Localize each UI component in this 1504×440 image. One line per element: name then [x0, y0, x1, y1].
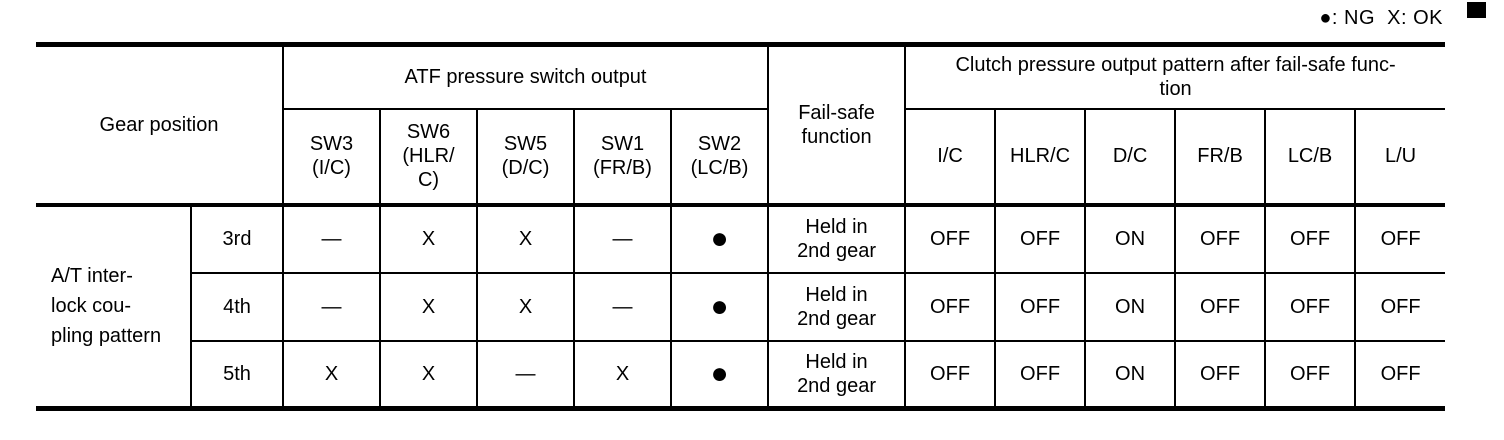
clutch-value-cell: OFF: [1174, 339, 1267, 410]
clutch-value-cell: OFF: [904, 271, 997, 342]
switch-value-cell: —: [573, 271, 672, 342]
clutch-value-cell: OFF: [994, 203, 1087, 274]
switch-col-header-sw6: SW6 (HLR/ C): [379, 107, 478, 207]
switch-value-cell: —: [282, 203, 381, 274]
clutch-value-cell: OFF: [994, 271, 1087, 342]
fail-safe-value-cell: Held in 2nd gear: [767, 203, 907, 274]
switch-value-cell: X: [573, 339, 672, 410]
legend-ng-ok: ●: NG X: OK: [1319, 7, 1443, 29]
clutch-col-header-ic: I/C: [904, 107, 997, 207]
fail-safe-pattern-table: Gear position ATF pressure switch output…: [36, 42, 1446, 411]
switch-value-cell: X: [476, 203, 575, 274]
switch-col-header-sw1: SW1 (FR/B): [573, 107, 672, 207]
clutch-value-cell: OFF: [1354, 203, 1446, 274]
clutch-value-cell: OFF: [1264, 339, 1357, 410]
switch-value-cell: X: [282, 339, 381, 410]
clutch-col-header-lu: L/U: [1354, 107, 1446, 207]
clutch-value-cell: OFF: [1264, 271, 1357, 342]
table-row-4th: 4th — X X — ● Held in 2nd gear OFF OFF O…: [36, 271, 1446, 342]
switch-value-cell: X: [379, 203, 478, 274]
table-row-3rd: A/T inter- lock cou- pling pattern 3rd —…: [36, 203, 1446, 410]
section-end-marker-icon: [1467, 2, 1486, 18]
clutch-value-cell: OFF: [1354, 339, 1446, 410]
switch-value-cell: X: [379, 271, 478, 342]
switch-col-header-sw5: SW5 (D/C): [476, 107, 575, 207]
clutch-col-header-dc: D/C: [1084, 107, 1177, 207]
switch-col-header-sw2: SW2 (LC/B): [669, 107, 770, 207]
gear-cell: 4th: [190, 271, 284, 342]
clutch-value-cell: OFF: [904, 203, 997, 274]
clutch-value-cell: ON: [1084, 339, 1177, 410]
clutch-value-cell: OFF: [904, 339, 997, 410]
clutch-value-cell: OFF: [1174, 203, 1267, 274]
clutch-value-cell: OFF: [994, 339, 1087, 410]
clutch-value-cell: OFF: [1354, 271, 1446, 342]
switch-col-header-sw3: SW3 (I/C): [282, 107, 381, 207]
clutch-col-header-lcb: LC/B: [1264, 107, 1357, 207]
switch-value-cell: X: [379, 339, 478, 410]
gear-cell: 3rd: [190, 203, 284, 274]
clutch-col-header-frb: FR/B: [1174, 107, 1267, 207]
clutch-value-cell: OFF: [1174, 271, 1267, 342]
switch-value-cell: ●: [669, 203, 770, 274]
clutch-value-cell: ON: [1084, 271, 1177, 342]
clutch-value-cell: OFF: [1264, 203, 1357, 274]
gear-position-header: Gear position: [36, 43, 284, 207]
switch-value-cell: —: [476, 339, 575, 410]
switch-value-cell: —: [282, 271, 381, 342]
fail-safe-value-cell: Held in 2nd gear: [767, 271, 907, 342]
switch-value-cell: ●: [669, 271, 770, 342]
fail-safe-function-header: Fail-safe function: [767, 43, 907, 207]
atf-switch-output-group-header: ATF pressure switch output: [281, 43, 770, 110]
switch-value-cell: X: [476, 271, 575, 342]
header-row-groups: Gear position ATF pressure switch output…: [36, 43, 1446, 207]
row-group-label: A/T inter- lock cou- pling pattern: [36, 203, 192, 410]
clutch-col-header-hlrc: HLR/C: [994, 107, 1087, 207]
clutch-value-cell: ON: [1084, 203, 1177, 274]
fail-safe-value-cell: Held in 2nd gear: [767, 339, 907, 410]
table-row-5th: 5th X X — X ● Held in 2nd gear OFF OFF O…: [36, 339, 1446, 410]
clutch-pressure-group-header: Clutch pressure output pattern after fai…: [904, 43, 1446, 110]
header-row-columns: SW3 (I/C) SW6 (HLR/ C) SW5 (D/C) SW1 (FR…: [36, 107, 1446, 207]
switch-value-cell: ●: [669, 339, 770, 410]
gear-cell: 5th: [190, 339, 284, 410]
switch-value-cell: —: [573, 203, 672, 274]
